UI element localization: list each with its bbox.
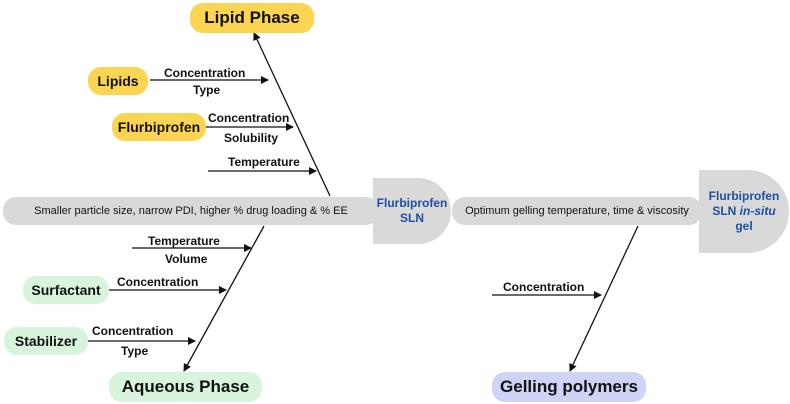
sln-outcome-spine: Smaller particle size, narrow PDI, highe…: [3, 197, 379, 225]
gel-head-line1: Flurbiprofen: [708, 189, 780, 203]
flurbiprofen-box: Flurbiprofen: [112, 113, 206, 141]
gel-head-line2-italic: in-situ: [739, 204, 776, 218]
lipid-phase-box: Lipid Phase: [190, 3, 314, 33]
lipids-type-label: Type: [193, 83, 221, 97]
gel-head-line2-plain: SLN: [712, 204, 740, 218]
gel-head-line3: gel: [735, 219, 753, 233]
surfactant-box: Surfactant: [23, 276, 109, 304]
aqueous-phase-box: Aqueous Phase: [109, 372, 262, 402]
aq-volume-label: Volume: [165, 252, 208, 266]
gelling-polymers-bone: [569, 225, 639, 372]
surfactant-concentration-label: Concentration: [117, 275, 199, 289]
aq-temperature-label: Temperature: [148, 234, 220, 248]
sln-head-line2: SLN: [399, 211, 424, 225]
stabilizer-box: Stabilizer: [4, 327, 88, 355]
lipids-concentration-label: Concentration: [164, 66, 246, 80]
sln-head-line1: Flurbiprofen: [376, 196, 448, 210]
flurbi-concentration-label: Concentration: [208, 111, 290, 125]
sln-outcome-text: Smaller particle size, narrow PDI, highe…: [34, 205, 348, 217]
gel-outcome-spine: Optimum gelling temperature, time & visc…: [452, 197, 702, 225]
stabilizer-type-label: Type: [121, 344, 149, 358]
flurbi-solubility-label: Solubility: [224, 131, 278, 145]
gelling-polymers-box: Gelling polymers: [492, 372, 646, 402]
lipids-box: Lipids: [88, 67, 148, 95]
gel-concentration-label: Concentration: [503, 280, 585, 294]
stabilizer-concentration-label: Concentration: [92, 324, 174, 338]
lipid-phase-bone: [253, 32, 331, 197]
flurbiprofen-sln-head: Flurbiprofen SLN: [373, 178, 451, 244]
lipid-temperature-label: Temperature: [228, 155, 300, 169]
gel-outcome-text: Optimum gelling temperature, time & visc…: [465, 205, 689, 217]
flurbiprofen-gel-head: Flurbiprofen SLN in-situ gel: [699, 170, 789, 253]
